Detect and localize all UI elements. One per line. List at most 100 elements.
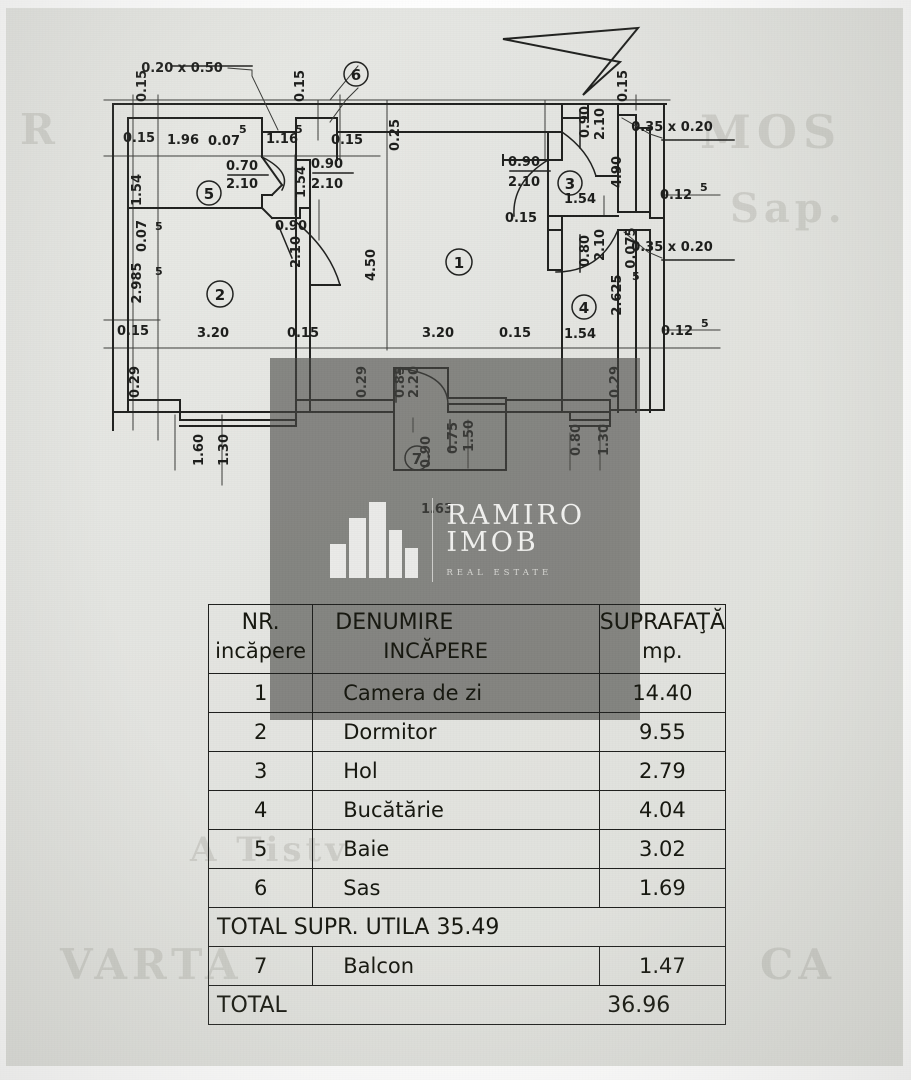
dimension-label: 0.07 <box>135 220 150 252</box>
header-name-line2: INCĂPERE <box>312 639 600 674</box>
dimension-label: 0.90 <box>275 219 307 234</box>
cell-area: 1.47 <box>598 946 727 986</box>
watermark-line1: RAMIRO <box>446 500 585 532</box>
page-edge-bottom <box>0 1066 911 1080</box>
dimension-label: 0.15 <box>287 326 319 341</box>
dimension-label: 0.07 <box>208 134 240 149</box>
dimension-label: 4.90 <box>610 156 625 188</box>
building-bars-icon <box>330 502 418 578</box>
dimension-label: 3.20 <box>422 326 454 341</box>
room-marker-2: 2 <box>206 280 234 308</box>
cell-area: 1.69 <box>598 868 727 908</box>
cell-name: Sas <box>312 868 600 908</box>
dimension-label: 0.15 <box>117 324 149 339</box>
subtotal-row: TOTAL SUPR. UTILA 35.49 <box>208 907 726 947</box>
cell-nr: 1 <box>207 673 314 713</box>
dimension-label: 0.12 <box>660 188 692 203</box>
dimension-label: 1.54 <box>564 327 596 342</box>
dimension-label: 0.15 <box>331 133 363 148</box>
dimension-label: 1.30 <box>217 434 232 466</box>
total-label: TOTAL <box>208 985 600 1025</box>
dimension-superscript: 5 <box>700 181 708 194</box>
dimension-label: 0.29 <box>128 366 143 398</box>
cell-name: Baie <box>312 829 600 869</box>
dimension-label: 0.90 <box>578 106 593 138</box>
dimension-label: 1.54 <box>564 192 596 207</box>
dimension-superscript: 5 <box>155 220 163 233</box>
dimension-label: 2.10 <box>593 229 608 261</box>
dimension-superscript: 5 <box>701 317 709 330</box>
north-arrow-icon <box>502 26 641 96</box>
header-nr-line1: NR. <box>207 604 314 639</box>
dimension-label: 0.90 <box>311 157 343 172</box>
table-header-row-1: NR. DENUMIRE SUPRAFAŢĂ <box>207 604 727 639</box>
cell-name: Bucătărie <box>312 790 600 830</box>
room-marker-1: 1 <box>445 248 473 276</box>
cell-nr: 6 <box>207 868 314 908</box>
room-marker-4: 4 <box>571 294 597 320</box>
subtotal-text: TOTAL SUPR. UTILA 35.49 <box>208 907 726 947</box>
dimension-label: 0.35 x 0.20 <box>631 240 713 255</box>
dimension-label: 0.075 <box>624 227 639 268</box>
svg-text:3: 3 <box>565 175 575 193</box>
page-edge-left <box>0 0 6 1080</box>
cell-name: Dormitor <box>312 712 600 752</box>
dimension-label: 2.10 <box>311 177 343 192</box>
dimension-label: 0.12 <box>661 324 693 339</box>
cell-nr: 3 <box>207 751 314 791</box>
dimension-label: 1.54 <box>294 166 309 198</box>
page-edge-right <box>903 0 911 1080</box>
dimension-label: 0.90 <box>508 155 540 170</box>
cell-nr: 2 <box>207 712 314 752</box>
dimension-label: 0.25 <box>388 119 403 151</box>
dimension-label: 2.10 <box>289 236 304 268</box>
dimension-label: 0.15 <box>616 70 631 102</box>
dimension-label: 2.10 <box>508 175 540 190</box>
room-marker-6: 6 <box>343 61 369 87</box>
watermark-logo: RAMIRO IMOB REAL ESTATE <box>330 490 585 590</box>
dimension-label: 1.16 <box>266 132 298 147</box>
dimension-label: 4.50 <box>364 249 379 281</box>
dimension-label: 0.20 x 0.50 <box>141 61 223 76</box>
cell-nr: 5 <box>207 829 314 869</box>
header-area-line1: SUPRAFAŢĂ <box>598 604 727 639</box>
cell-name: Balcon <box>312 946 600 986</box>
svg-text:1: 1 <box>454 254 464 272</box>
dimension-label: 1.96 <box>167 133 199 148</box>
page-edge-top <box>0 0 911 8</box>
dimension-label: 1.54 <box>130 174 145 206</box>
dimension-superscript: 5 <box>632 270 640 283</box>
cell-area: 3.02 <box>598 829 727 869</box>
svg-text:6: 6 <box>351 66 361 84</box>
room-schedule-table: NR. DENUMIRE SUPRAFAŢĂ incăpere INCĂPERE… <box>207 604 727 1025</box>
cell-area: 14.40 <box>598 673 727 713</box>
cell-area: 9.55 <box>598 712 727 752</box>
callout-leaders <box>227 67 663 259</box>
dimension-label: 0.35 x 0.20 <box>631 120 713 135</box>
dimension-label: 0.80 <box>578 235 593 267</box>
svg-text:2: 2 <box>215 286 225 304</box>
dimension-label: 0.70 <box>226 159 258 174</box>
svg-text:4: 4 <box>579 299 589 317</box>
dimension-label: 2.10 <box>226 177 258 192</box>
cell-nr: 4 <box>207 790 314 830</box>
dimension-label: 1.60 <box>192 434 207 466</box>
header-name-line1: DENUMIRE <box>312 604 600 639</box>
cell-name: Hol <box>312 751 600 791</box>
cell-name: Camera de zi <box>312 673 600 713</box>
cell-nr: 7 <box>207 946 314 986</box>
svg-text:5: 5 <box>204 185 214 203</box>
dimension-label: 2.10 <box>593 108 608 140</box>
cell-area: 2.79 <box>598 751 727 791</box>
dimension-superscript: 5 <box>239 123 247 136</box>
